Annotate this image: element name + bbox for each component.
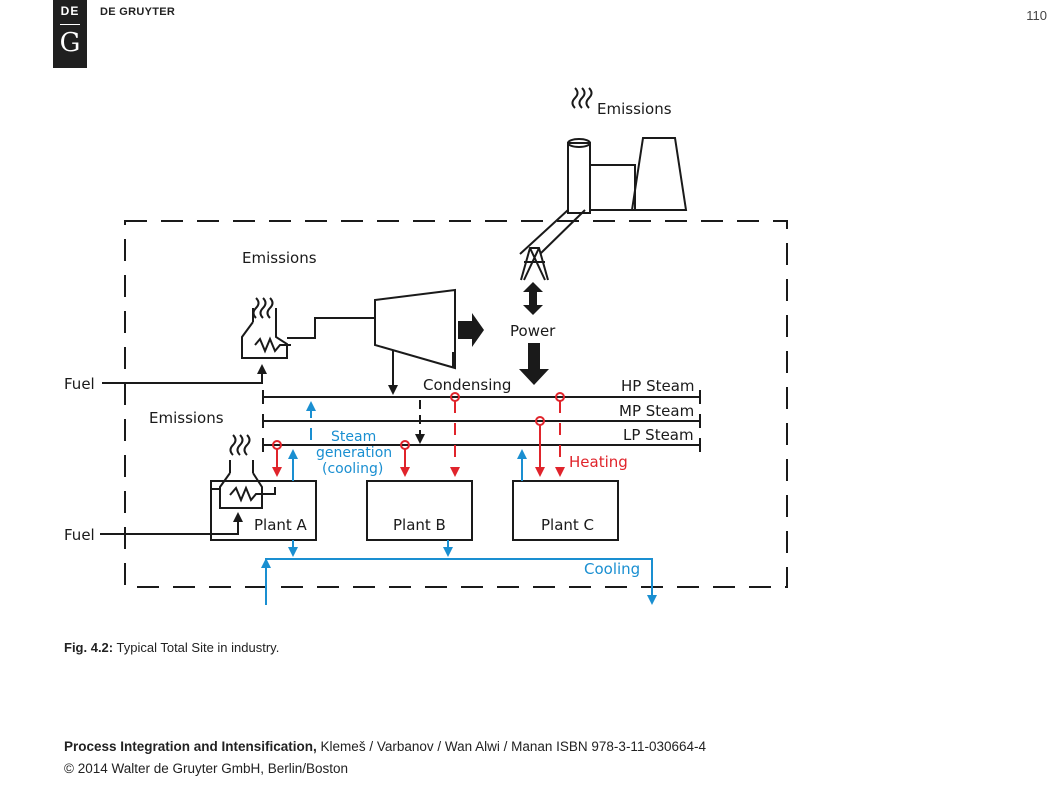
plant-c-box (512, 480, 619, 541)
steam-generation-label-2: generation (316, 445, 392, 461)
fuel-bottom-label: Fuel (64, 526, 95, 544)
steam-generation-label-3: (cooling) (322, 461, 383, 477)
condensing-label: Condensing (423, 376, 511, 394)
heating-label: Heating (569, 453, 628, 471)
caption-text: Typical Total Site in industry. (113, 640, 280, 655)
publisher-name: DE GRUYTER (100, 6, 176, 18)
emissions-top-label: Emissions (597, 100, 672, 118)
hp-steam-label: HP Steam (621, 377, 695, 395)
steam-generation-label-1: Steam (331, 429, 376, 445)
steam-headers (262, 390, 701, 452)
footer-copyright: © 2014 Walter de Gruyter GmbH, Berlin/Bo… (64, 761, 349, 776)
logo-top-text: DE (60, 4, 80, 18)
plant-c-label: Plant C (541, 516, 594, 534)
footer-citation: Process Integration and Intensification,… (64, 736, 706, 758)
plant-a-boiler (100, 434, 276, 535)
plant-b-box (366, 480, 473, 541)
plant-b-label: Plant B (393, 516, 446, 534)
plant-a-label: Plant A (254, 516, 308, 534)
caption-label: Fig. 4.2: (64, 640, 114, 655)
power-down-arrow (519, 343, 549, 385)
book-authors: Klemeš / Varbanov / Wan Alwi / Manan ISB… (316, 739, 706, 754)
cooling-label: Cooling (584, 560, 640, 578)
publisher-logo: DE G (53, 0, 87, 68)
site-boundary (124, 220, 788, 588)
power-double-arrow (523, 282, 543, 315)
cooling-flows (261, 401, 657, 605)
mp-steam-label: MP Steam (619, 402, 694, 420)
figure-caption: Fig. 4.2: Typical Total Site in industry… (64, 640, 279, 655)
plant-a-box (210, 480, 317, 541)
export-arrow (458, 313, 484, 347)
boiler-turbine (102, 288, 456, 395)
logo-divider (60, 24, 80, 25)
logo-bottom-text: G (59, 28, 81, 58)
emissions-low-label: Emissions (149, 409, 224, 427)
book-title: Process Integration and Intensification, (64, 739, 317, 754)
total-site-diagram: Emissions Power Emissions Fuel Condensin… (64, 87, 788, 605)
heating-flows (272, 392, 565, 477)
page-footer: Process Integration and Intensification,… (64, 736, 706, 780)
fuel-top-label: Fuel (64, 375, 95, 393)
power-label: Power (510, 322, 556, 340)
lp-steam-label: LP Steam (623, 426, 694, 444)
power-plant (519, 87, 688, 281)
page-number: 110 (1026, 8, 1047, 23)
emissions-mid-label: Emissions (242, 249, 317, 267)
